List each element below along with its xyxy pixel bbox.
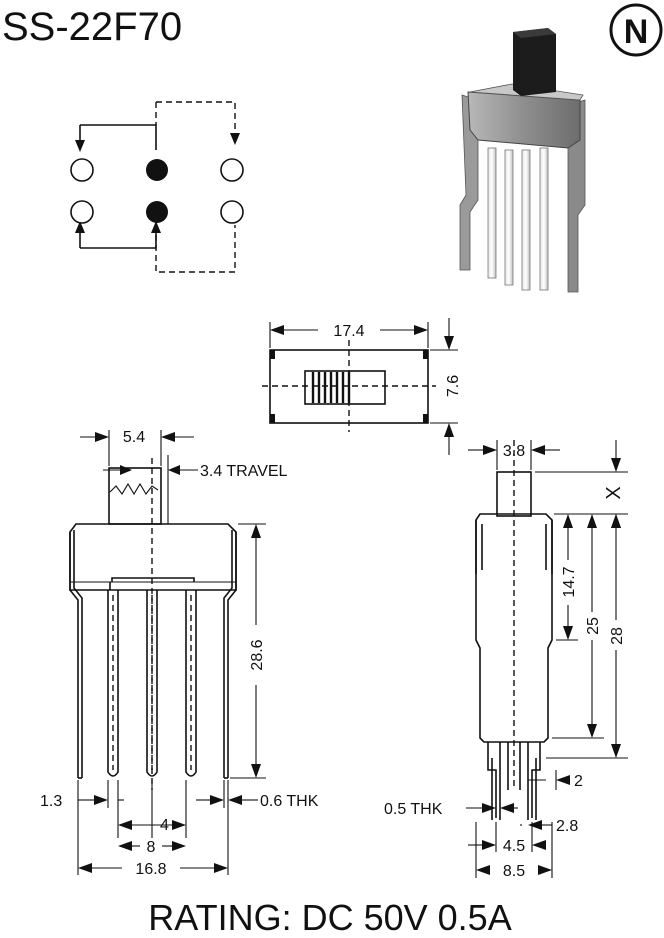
dim-side-w2: 8.5 — [503, 863, 525, 880]
top-view: 17.4 7.6 — [262, 318, 462, 455]
dim-pitch-4: 4 — [160, 817, 169, 834]
dim-top-height: 7.6 — [445, 375, 462, 397]
rating-text: RATING: DC 50V 0.5A — [148, 897, 511, 938]
dim-front-thickness: 0.6 THK — [260, 793, 319, 810]
part-number-title: SS-22F70 — [2, 5, 182, 49]
side-view: 3.8 X 14.7 25 28 2 0.5 THK — [384, 440, 628, 880]
dim-pitch-8: 8 — [147, 839, 156, 856]
dim-side-thickness: 0.5 THK — [384, 801, 443, 818]
contact-schematic — [70, 101, 244, 273]
front-view: 5.4 3.4 TRAVEL 28.6 1.3 0.6 THK — [40, 429, 319, 878]
contact-common — [146, 159, 168, 181]
dim-front-actuator-width: 5.4 — [123, 429, 145, 446]
contact-common — [146, 201, 168, 223]
dim-side-actuator-width: 3.8 — [503, 443, 525, 460]
dim-x: X — [603, 486, 625, 499]
dim-side-h2: 25 — [585, 617, 602, 635]
contact-open — [220, 200, 244, 224]
contact-open — [70, 200, 94, 224]
dim-side-pin-offset: 2 — [574, 773, 583, 790]
contact-open — [70, 158, 94, 182]
dim-front-height: 28.6 — [249, 639, 266, 670]
brand-logo: N — [609, 3, 663, 57]
dim-front-overall: 16.8 — [135, 861, 166, 878]
dim-side-h1: 14.7 — [561, 566, 578, 597]
dim-edge: 1.3 — [40, 793, 62, 810]
dim-travel: 3.4 TRAVEL — [200, 463, 288, 480]
dim-side-w1: 4.5 — [503, 838, 525, 855]
dim-side-pin-pitch: 2.8 — [556, 818, 578, 835]
svg-text:N: N — [624, 13, 649, 51]
dim-side-h3: 28 — [609, 627, 626, 645]
dim-top-width: 17.4 — [333, 323, 364, 340]
switch-product-image — [459, 28, 586, 293]
contact-open — [220, 158, 244, 182]
